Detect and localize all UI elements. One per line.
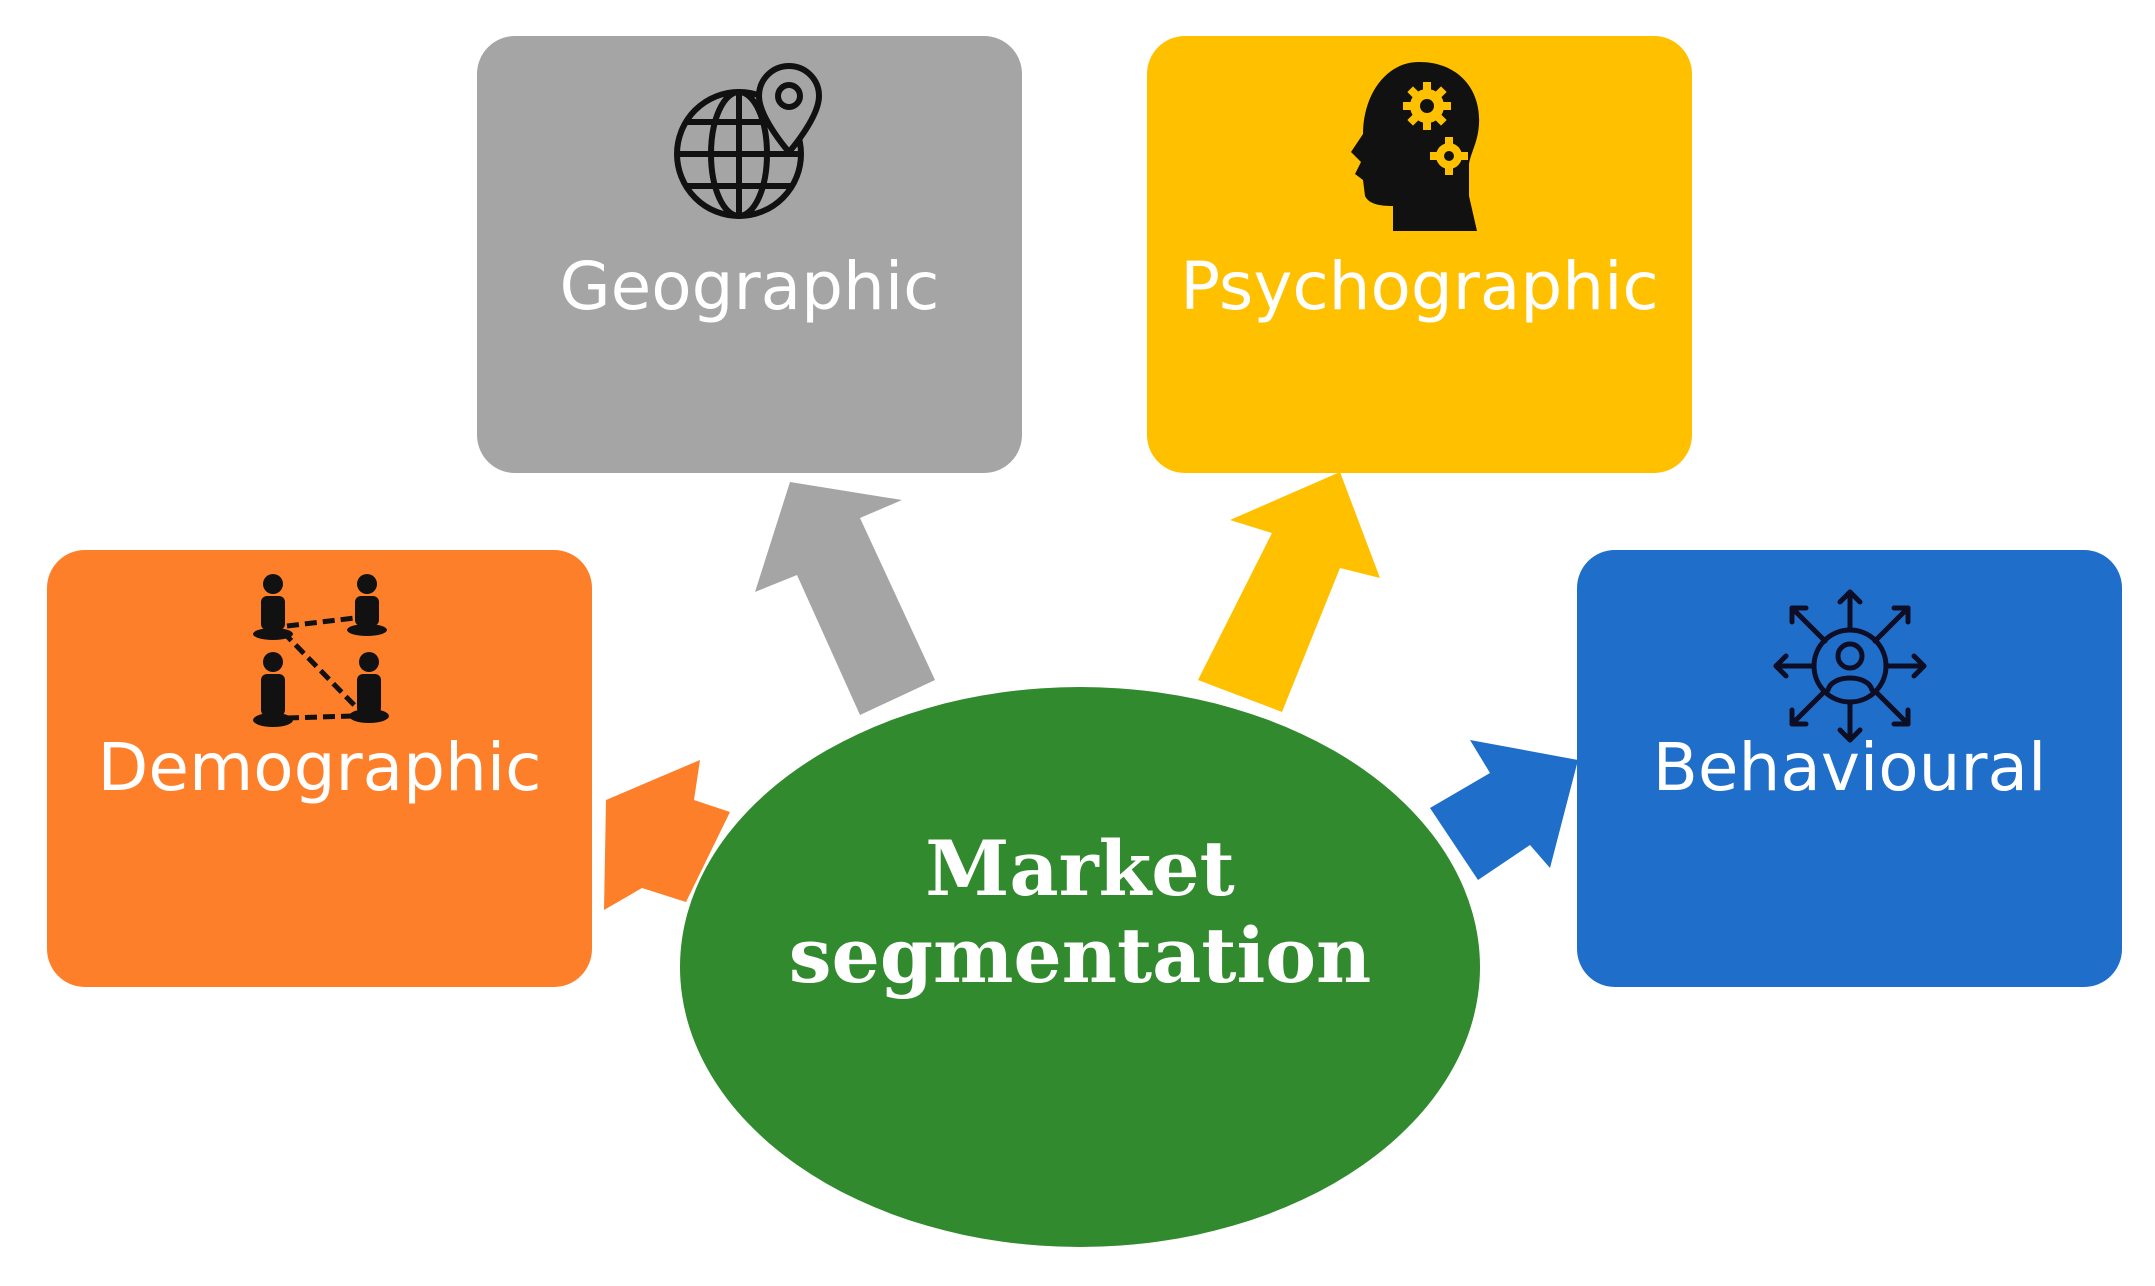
- arrow-to-psychographic: [1198, 472, 1380, 712]
- segment-psychographic: Psychographic: [1147, 36, 1692, 473]
- market-segmentation-hub: Market segmentation: [680, 687, 1480, 1247]
- hub-title-line2: segmentation: [788, 911, 1372, 1000]
- user-arrows-icon: [1773, 589, 1927, 743]
- arrow-to-geographic: [755, 482, 935, 715]
- segment-label: Geographic: [559, 248, 940, 325]
- segment-behavioural: Behavioural: [1577, 550, 2122, 987]
- head-gears-icon: [1351, 62, 1480, 231]
- arrow-to-behavioural: [1430, 740, 1578, 880]
- segment-label: Psychographic: [1180, 248, 1659, 325]
- segment-label: Behavioural: [1652, 729, 2047, 806]
- segment-demographic: Demographic: [47, 550, 592, 987]
- segment-label: Demographic: [97, 729, 542, 806]
- arrow-to-demographic: [604, 760, 730, 910]
- globe-location-pin-icon: [674, 62, 823, 219]
- segment-geographic: Geographic: [477, 36, 1022, 473]
- people-network-icon: [253, 574, 389, 727]
- hub-title-line1: Market: [925, 823, 1235, 913]
